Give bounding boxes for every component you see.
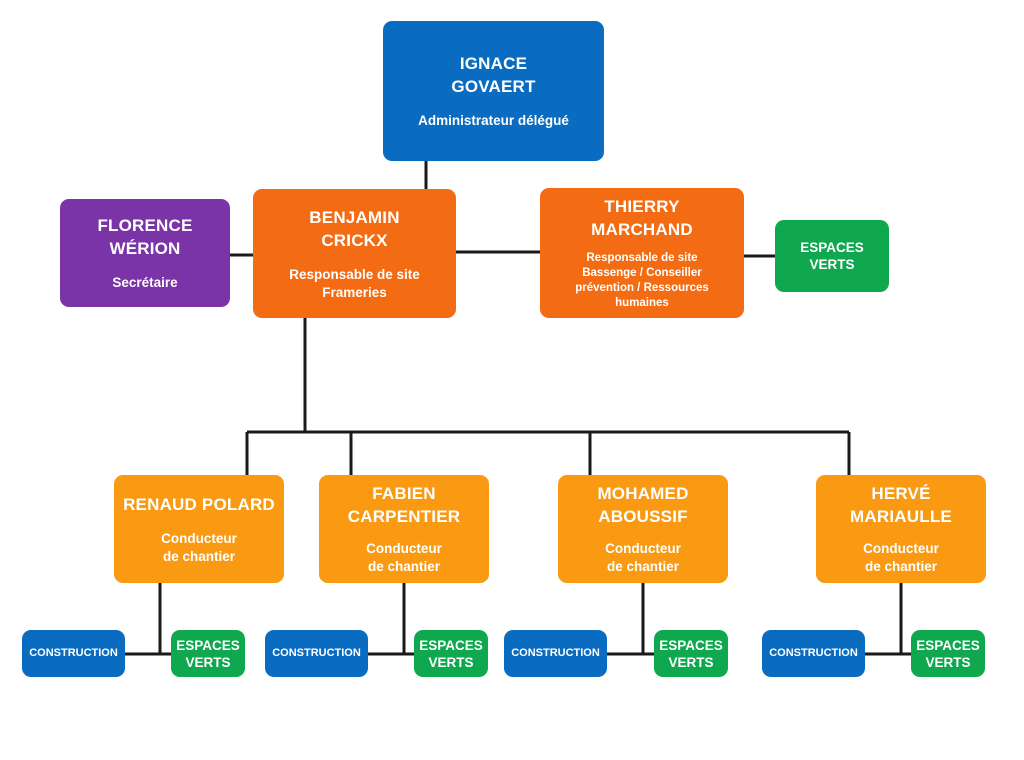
- construction-label-3: CONSTRUCTION: [511, 647, 600, 659]
- espaces-verts-1-line-1: ESPACES: [176, 637, 240, 653]
- director-role: Administrateur délégué: [418, 113, 569, 128]
- espaces-verts-2-line-1: ESPACES: [419, 637, 483, 653]
- construction-box-3: CONSTRUCTION: [504, 630, 607, 677]
- supervisor-1-name: RENAUD POLARD: [123, 494, 275, 514]
- supervisor-box-4: HERVÉ MARIAULLE Conducteur de chantier: [816, 475, 986, 583]
- site-manager-bassenge-role-line-1: Responsable de site: [586, 252, 698, 264]
- supervisor-box-2: FABIEN CARPENTIER Conducteur de chantier: [319, 475, 489, 583]
- espaces-verts-box-3: ESPACES VERTS: [654, 630, 728, 677]
- site-manager-bassenge-box: THIERRY MARCHAND Responsable de site Bas…: [540, 188, 744, 318]
- site-manager-bassenge-name-line-2: MARCHAND: [591, 220, 693, 239]
- supervisor-box-1: RENAUD POLARD Conducteur de chantier: [114, 475, 284, 583]
- secretary-name-line-1: FLORENCE: [97, 216, 193, 235]
- supervisor-box-3: MOHAMED ABOUSSIF Conducteur de chantier: [558, 475, 728, 583]
- site-manager-frameries-box: BENJAMIN CRICKX Responsable de site Fram…: [253, 189, 456, 318]
- supervisor-2-role-line-1: Conducteur: [366, 541, 442, 556]
- construction-box-1: CONSTRUCTION: [22, 630, 125, 677]
- espaces-verts-3-line-1: ESPACES: [659, 637, 723, 653]
- construction-box-4: CONSTRUCTION: [762, 630, 865, 677]
- site-manager-frameries-name-line-2: CRICKX: [321, 230, 388, 250]
- bassenge-espaces-verts-box: ESPACES VERTS: [775, 220, 889, 292]
- site-manager-frameries-role: Responsable de site Frameries: [289, 266, 420, 302]
- site-manager-frameries-role-line-1: Responsable de site: [289, 266, 420, 282]
- supervisor-3-name-line-2: ABOUSSIF: [598, 507, 688, 526]
- secretary-box: FLORENCE WÉRION Secrétaire: [60, 199, 230, 307]
- supervisor-1-role-line-1: Conducteur: [161, 530, 237, 546]
- supervisor-3-role-line-2: de chantier: [606, 559, 680, 574]
- bassenge-espaces-verts-line-2: VERTS: [809, 257, 855, 272]
- supervisor-2-name-line-2: CARPENTIER: [347, 507, 461, 526]
- site-manager-bassenge-role: Responsable de site Bassenge / Conseille…: [575, 251, 709, 311]
- supervisor-4-name-line-1: HERVÉ: [871, 484, 931, 503]
- construction-label-2: CONSTRUCTION: [272, 647, 361, 659]
- supervisor-4-name-line-2: MARIAULLE: [850, 507, 952, 526]
- espaces-verts-box-2: ESPACES VERTS: [414, 630, 488, 677]
- espaces-verts-2-line-2: VERTS: [428, 654, 474, 670]
- secretary-role: Secrétaire: [112, 275, 178, 290]
- supervisor-4-role-line-1: Conducteur: [863, 541, 939, 556]
- site-manager-bassenge-role-line-2: Bassenge / Conseiller: [582, 267, 702, 279]
- site-manager-frameries-role-line-2: Frameries: [322, 284, 387, 300]
- espaces-verts-box-1: ESPACES VERTS: [171, 630, 245, 677]
- espaces-verts-3-line-2: VERTS: [668, 654, 714, 670]
- supervisor-1-role-line-2: de chantier: [162, 548, 236, 564]
- espaces-verts-4-line-2: VERTS: [925, 654, 971, 670]
- construction-label-1: CONSTRUCTION: [29, 647, 118, 659]
- bassenge-espaces-verts-line-1: ESPACES: [800, 240, 864, 255]
- site-manager-frameries-name-line-1: BENJAMIN: [309, 207, 400, 227]
- director-box: IGNACE GOVAERT Administrateur délégué: [383, 21, 604, 161]
- site-manager-bassenge-role-line-4: humaines: [615, 297, 669, 309]
- construction-box-2: CONSTRUCTION: [265, 630, 368, 677]
- construction-label-4: CONSTRUCTION: [769, 647, 858, 659]
- director-name-line-1: IGNACE: [459, 54, 528, 73]
- supervisor-2-role-line-2: de chantier: [367, 559, 441, 574]
- director-name-line-2: GOVAERT: [451, 77, 536, 96]
- supervisor-4-role-line-2: de chantier: [864, 559, 938, 574]
- supervisor-3-role-line-1: Conducteur: [605, 541, 681, 556]
- site-manager-bassenge-role-line-3: prévention / Ressources: [575, 282, 709, 294]
- espaces-verts-box-4: ESPACES VERTS: [911, 630, 985, 677]
- supervisor-2-name-line-1: FABIEN: [372, 484, 436, 503]
- supervisor-3-name-line-1: MOHAMED: [597, 484, 689, 503]
- secretary-name-line-2: WÉRION: [109, 239, 181, 258]
- site-manager-bassenge-name-line-1: THIERRY: [604, 197, 680, 216]
- espaces-verts-1-line-2: VERTS: [185, 654, 231, 670]
- espaces-verts-4-line-1: ESPACES: [916, 637, 980, 653]
